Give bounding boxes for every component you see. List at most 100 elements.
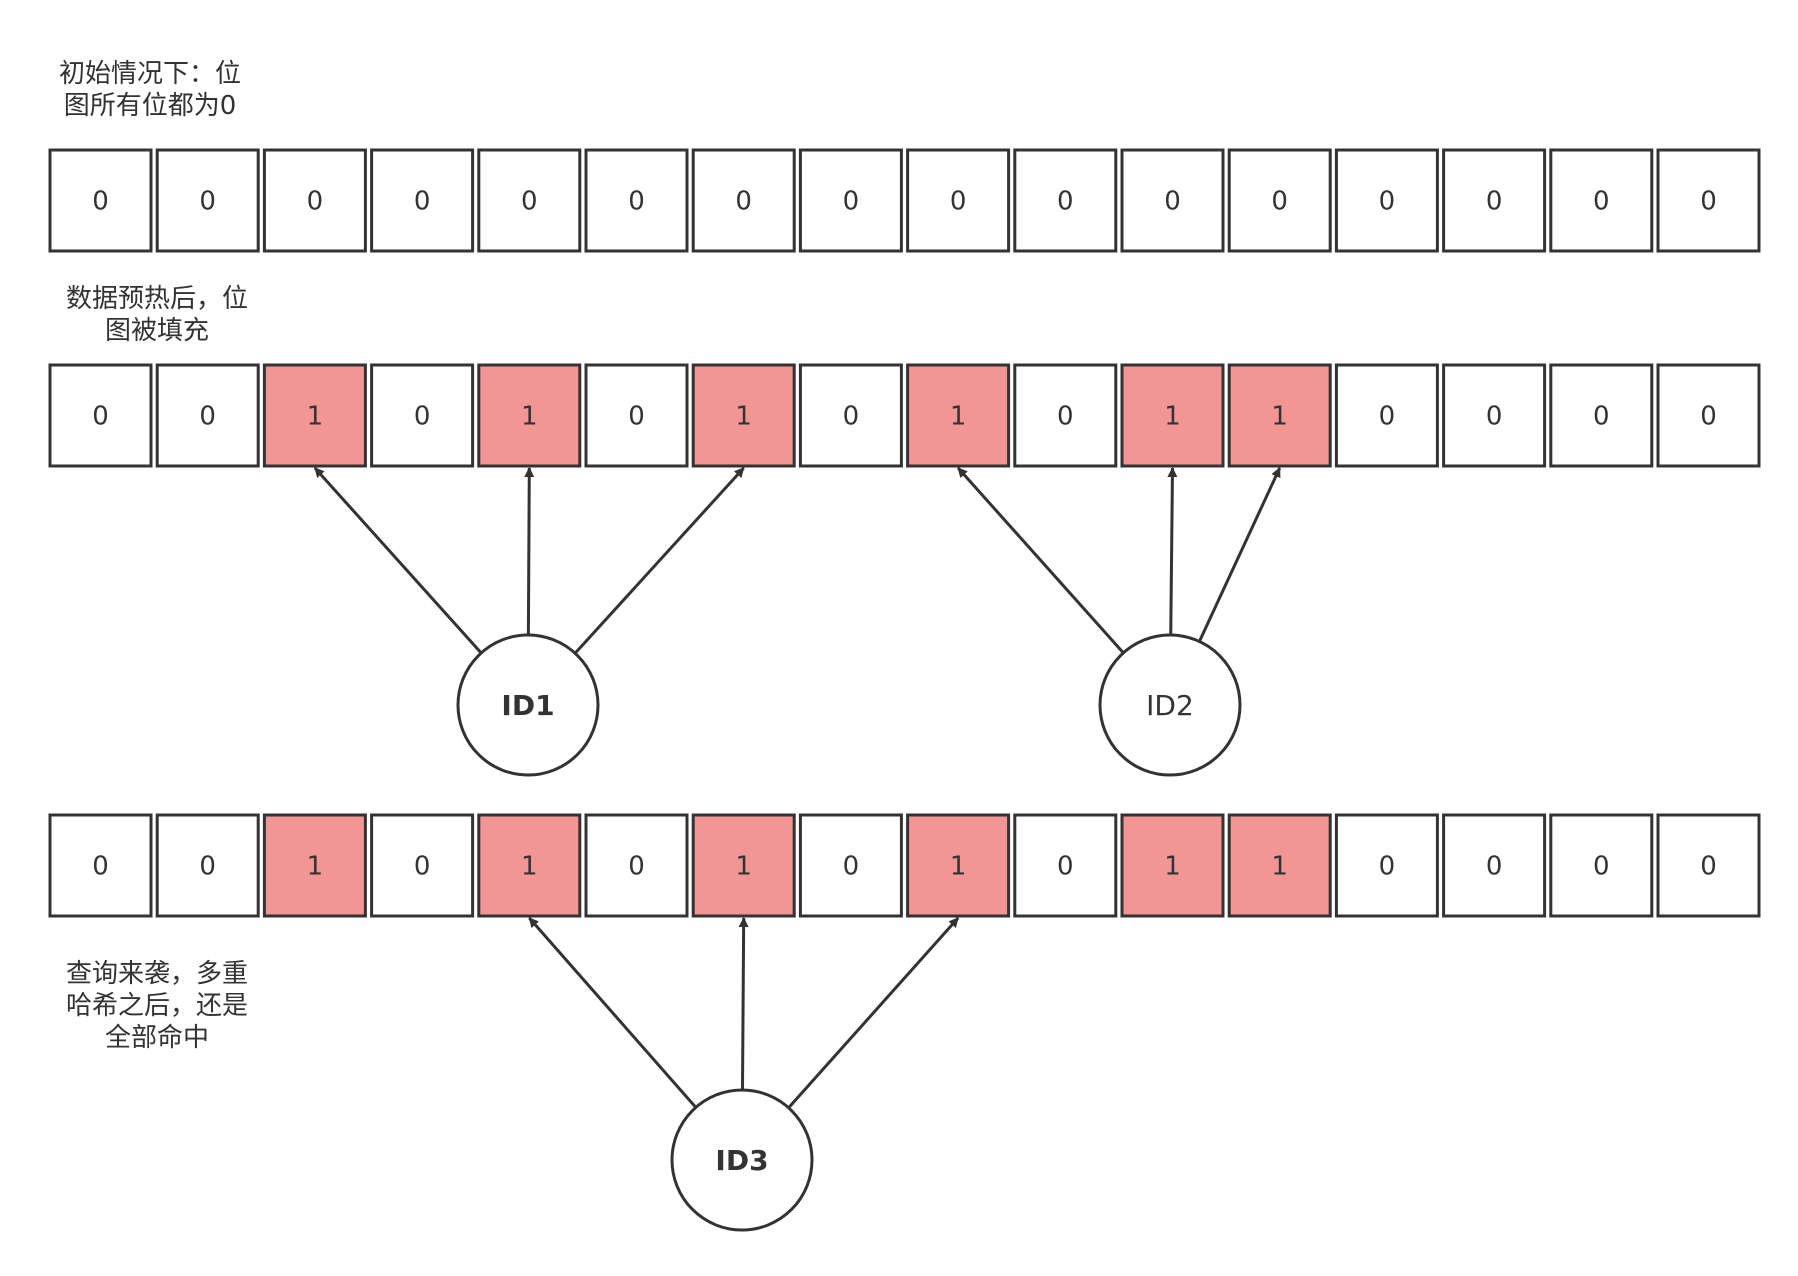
bit-cell-initial-4: 0 <box>477 148 582 253</box>
bit-cell-prewarm-11: 1 <box>1227 363 1332 468</box>
bit-value: 0 <box>414 402 431 432</box>
bit-cell-prewarm-3: 0 <box>370 363 475 468</box>
bit-cell-query-4: 1 <box>477 813 582 918</box>
bit-cell-initial-12: 0 <box>1334 148 1439 253</box>
bit-value: 0 <box>1700 402 1717 432</box>
bit-value: 0 <box>735 187 752 217</box>
bit-cell-box <box>584 148 689 253</box>
bit-cell-initial-15: 0 <box>1656 148 1761 253</box>
bit-cell-initial-11: 0 <box>1227 148 1332 253</box>
bit-cell-box <box>155 813 260 918</box>
bit-cell-box <box>370 363 475 468</box>
bit-cell-initial-13: 0 <box>1442 148 1547 253</box>
bit-cell-prewarm-7: 0 <box>798 363 903 468</box>
bit-value: 0 <box>1700 187 1717 217</box>
bit-cell-box <box>1442 148 1547 253</box>
bit-value: 0 <box>521 187 538 217</box>
bit-value: 0 <box>1593 852 1610 882</box>
bit-cell-box <box>1549 148 1654 253</box>
node-label: ID1 <box>501 689 554 722</box>
bit-cell-query-3: 0 <box>370 813 475 918</box>
bit-cell-box <box>1227 148 1332 253</box>
arrow-id3-to-bit-4 <box>528 917 697 1109</box>
bit-cell-query-10: 1 <box>1120 813 1225 918</box>
bit-value: 0 <box>414 187 431 217</box>
bit-cell-box <box>262 148 367 253</box>
label-query-line-1: 查询来袭，多重 <box>65 959 248 989</box>
bit-cell-prewarm-6: 1 <box>691 363 796 468</box>
arrow-id2-to-bit-11 <box>1198 467 1282 643</box>
bit-cell-box <box>477 363 582 468</box>
bit-value: 0 <box>628 402 645 432</box>
bit-value: 0 <box>1486 402 1503 432</box>
bit-cell-box <box>1656 813 1761 918</box>
bit-value: 0 <box>414 852 431 882</box>
bit-cell-initial-8: 0 <box>906 148 1011 253</box>
bit-value: 0 <box>199 402 216 432</box>
bit-value: 1 <box>307 402 324 432</box>
bit-value: 0 <box>628 187 645 217</box>
node-id1: ID1 <box>456 633 600 777</box>
bit-cell-box <box>584 813 689 918</box>
bit-value: 0 <box>1593 402 1610 432</box>
bit-value: 0 <box>1486 187 1503 217</box>
bit-cell-prewarm-14: 0 <box>1549 363 1654 468</box>
bit-cell-prewarm-2: 1 <box>262 363 367 468</box>
bit-cell-box <box>262 813 367 918</box>
bit-cell-initial-3: 0 <box>370 148 475 253</box>
bit-value: 0 <box>1379 187 1396 217</box>
bit-cell-box <box>1334 363 1439 468</box>
bit-value: 0 <box>1486 852 1503 882</box>
bit-cell-query-15: 0 <box>1656 813 1761 918</box>
bit-cell-prewarm-9: 0 <box>1013 363 1118 468</box>
bit-cell-prewarm-4: 1 <box>477 363 582 468</box>
bit-value: 0 <box>92 402 109 432</box>
bit-cell-box <box>1120 148 1225 253</box>
bit-cell-box <box>370 813 475 918</box>
bit-cell-prewarm-5: 0 <box>584 363 689 468</box>
bit-value: 0 <box>1700 852 1717 882</box>
label-initial-line-2: 图所有位都为0 <box>63 91 237 121</box>
bit-cell-box <box>1120 363 1225 468</box>
bit-value: 0 <box>1593 187 1610 217</box>
bit-cell-box <box>1227 363 1332 468</box>
bit-cell-initial-7: 0 <box>798 148 903 253</box>
bit-cell-initial-6: 0 <box>691 148 796 253</box>
bit-cell-box <box>1442 363 1547 468</box>
node-id2: ID2 <box>1098 633 1242 777</box>
bit-value: 1 <box>1164 852 1181 882</box>
bit-cell-box <box>1656 363 1761 468</box>
bit-cell-query-2: 1 <box>262 813 367 918</box>
bit-cell-prewarm-15: 0 <box>1656 363 1761 468</box>
bit-cell-prewarm-8: 1 <box>906 363 1011 468</box>
bit-cell-query-7: 0 <box>798 813 903 918</box>
bit-cell-box <box>1549 813 1654 918</box>
arrow-id2-to-bit-10 <box>1167 467 1178 636</box>
bit-cell-prewarm-0: 0 <box>48 363 153 468</box>
bit-cell-box <box>1334 813 1439 918</box>
bit-value: 1 <box>1271 852 1288 882</box>
bit-value: 1 <box>521 402 538 432</box>
arrow-id2-to-bit-8 <box>956 467 1125 654</box>
bit-value: 1 <box>521 852 538 882</box>
node-label: ID3 <box>715 1144 768 1177</box>
bit-value: 0 <box>1057 187 1074 217</box>
bit-cell-box <box>691 148 796 253</box>
bit-cell-box <box>906 148 1011 253</box>
bit-value: 0 <box>199 187 216 217</box>
bit-cell-box <box>48 148 153 253</box>
bit-cell-box <box>798 363 903 468</box>
bit-cell-box <box>155 148 260 253</box>
bit-value: 0 <box>92 187 109 217</box>
bit-value: 0 <box>1057 402 1074 432</box>
arrow-id1-to-bit-2 <box>313 466 483 654</box>
bit-cell-box <box>155 363 260 468</box>
bit-cell-box <box>691 813 796 918</box>
bit-cell-query-6: 1 <box>691 813 796 918</box>
bit-value: 1 <box>735 402 752 432</box>
label-prewarm-line-1: 数据预热后，位 <box>65 284 248 314</box>
bit-cell-box <box>477 148 582 253</box>
bit-cell-query-0: 0 <box>48 813 153 918</box>
bit-cell-box <box>262 363 367 468</box>
